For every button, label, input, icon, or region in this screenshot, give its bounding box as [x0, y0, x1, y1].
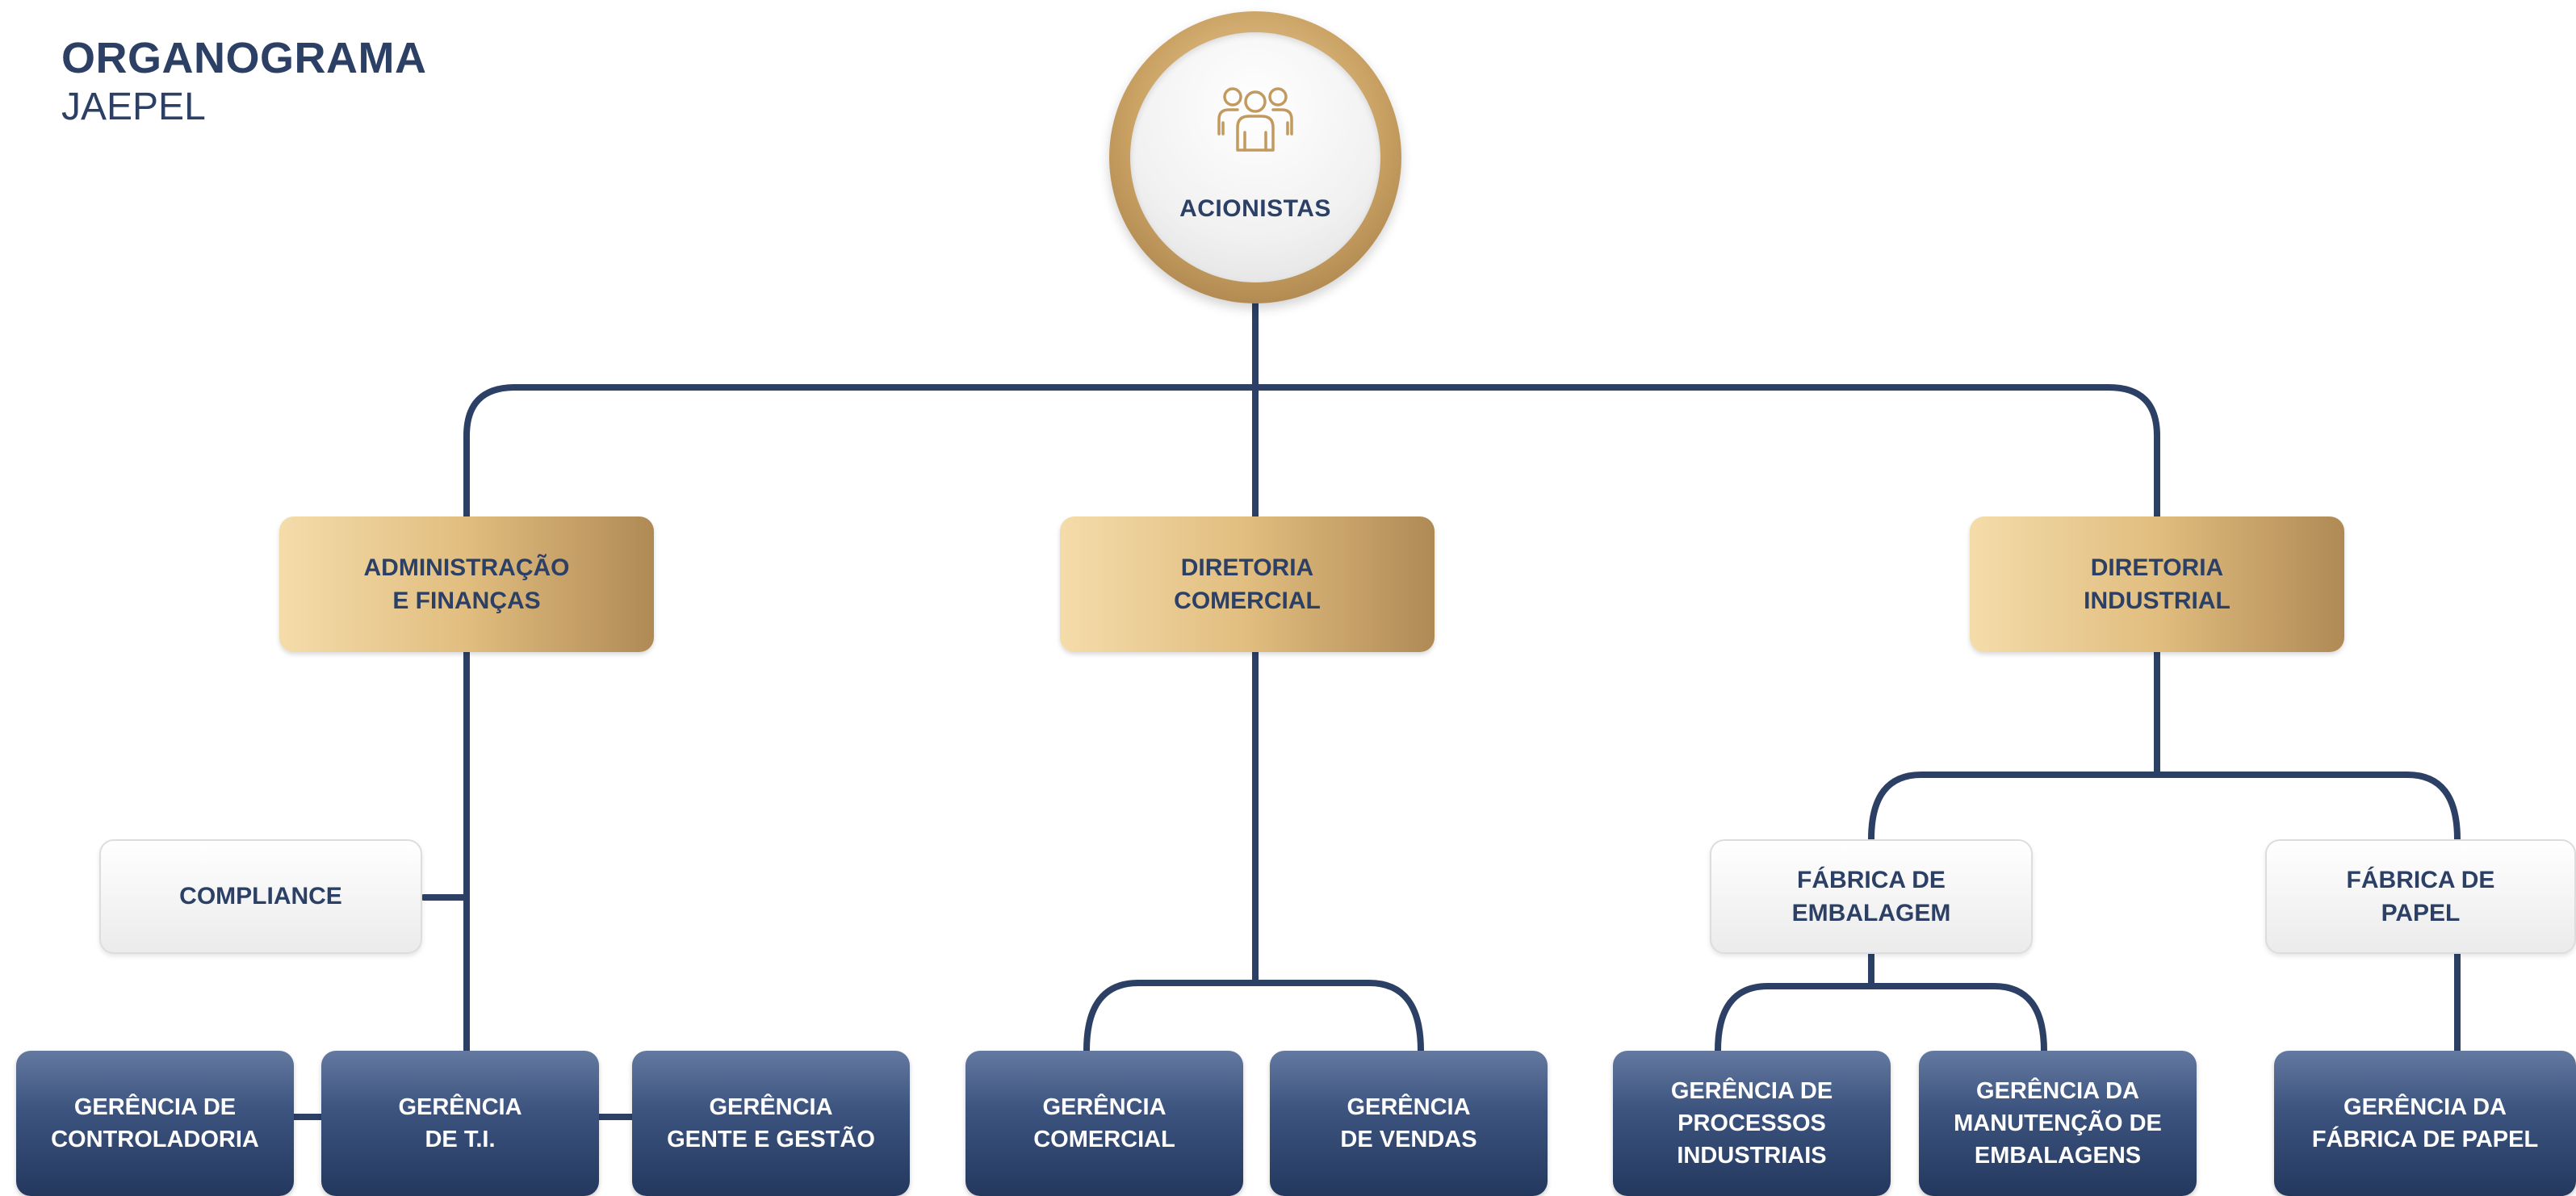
node-acionistas[interactable]: ACIONISTAS	[1109, 11, 1401, 303]
title-block: ORGANOGRAMA JAEPEL	[61, 32, 426, 131]
connector-embalagem-branch	[1715, 983, 2047, 1054]
node-gerencia-comercial[interactable]: GERÊNCIA COMERCIAL	[965, 1051, 1243, 1196]
page-subtitle: JAEPEL	[61, 86, 206, 128]
node-gerencia-manutencao-embalagens[interactable]: GERÊNCIA DA MANUTENÇÃO DE EMBALAGENS	[1919, 1051, 2197, 1196]
node-fabrica-papel[interactable]: FÁBRICA DE PAPEL	[2265, 839, 2576, 954]
node-gerencia-ti[interactable]: GERÊNCIA DE T.I.	[321, 1051, 599, 1196]
people-group-icon	[1217, 87, 1293, 152]
node-diretoria-comercial[interactable]: DIRETORIA COMERCIAL	[1060, 516, 1435, 652]
node-acionistas-inner: ACIONISTAS	[1130, 32, 1380, 282]
node-fabrica-embalagem[interactable]: FÁBRICA DE EMBALAGEM	[1710, 839, 2033, 954]
node-gerencia-vendas[interactable]: GERÊNCIA DE VENDAS	[1270, 1051, 1548, 1196]
connector-comercial-branch	[1083, 980, 1424, 1054]
page-title: ORGANOGRAMA	[61, 34, 427, 82]
node-acionistas-label: ACIONISTAS	[1179, 195, 1331, 222]
connector-top-branch	[463, 384, 2160, 520]
node-compliance[interactable]: COMPLIANCE	[99, 839, 422, 954]
node-gerencia-gente-gestao[interactable]: GERÊNCIA GENTE E GESTÃO	[632, 1051, 910, 1196]
node-gerencia-controladoria[interactable]: GERÊNCIA DE CONTROLADORIA	[16, 1051, 294, 1196]
connector-industrial-branch	[1868, 772, 2461, 843]
node-administracao-financas[interactable]: ADMINISTRAÇÃO E FINANÇAS	[279, 516, 654, 652]
node-gerencia-processos-industriais[interactable]: GERÊNCIA DE PROCESSOS INDUSTRIAIS	[1613, 1051, 1891, 1196]
node-gerencia-fabrica-papel[interactable]: GERÊNCIA DA FÁBRICA DE PAPEL	[2274, 1051, 2576, 1196]
node-diretoria-industrial[interactable]: DIRETORIA INDUSTRIAL	[1970, 516, 2344, 652]
